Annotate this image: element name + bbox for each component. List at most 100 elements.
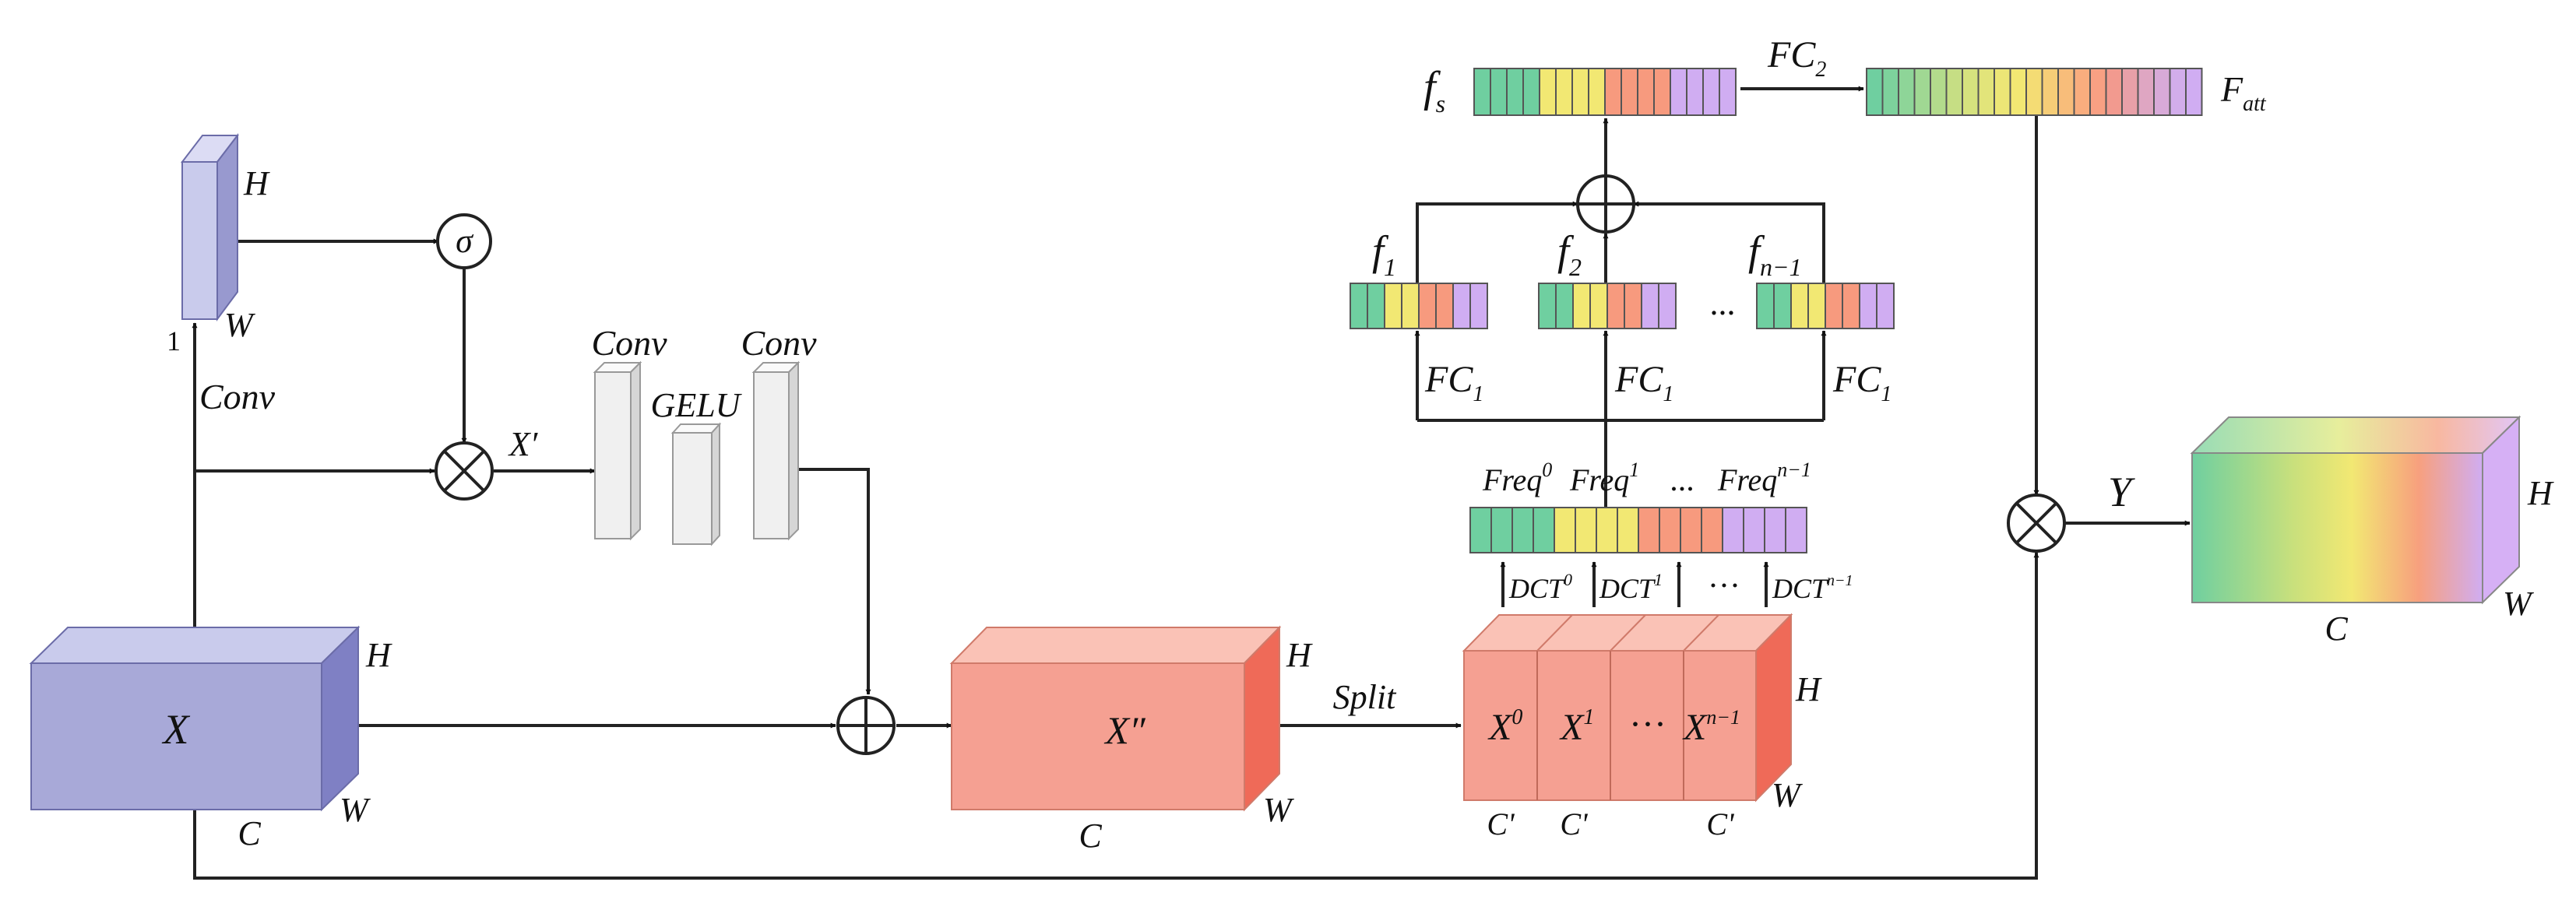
fs-fatt-bars: fs FC2 Fatt (1423, 34, 2267, 118)
fs-vector-cell (1588, 68, 1606, 116)
fs-vector-cell (1670, 68, 1687, 116)
label-cprime-1: C' (1487, 806, 1515, 841)
fatt-vector-cell (2057, 68, 2075, 116)
fatt-vector-cell (1945, 68, 1963, 116)
label-x-dprime: X″ (1103, 708, 1146, 752)
freq-bar-cell (1764, 507, 1786, 553)
label-freq-n: Freqn−1 (1717, 458, 1811, 497)
fatt-vector-cell (1977, 68, 1995, 116)
label-dct-0: DCT0 (1508, 570, 1572, 604)
label-out-c: C (2324, 610, 2348, 648)
sum-node (1576, 174, 1635, 234)
freq-bar: Freq0 Freq1 ... Freqn−1 (1469, 458, 1811, 553)
mask-front (181, 161, 218, 320)
f2-vector-cell (1538, 283, 1557, 329)
fatt-vector-cell (1962, 68, 1980, 116)
mask-side (216, 133, 238, 322)
fs-vector-cell (1571, 68, 1589, 116)
freq-bar-cell (1596, 507, 1618, 553)
f1-vector-cell (1350, 283, 1368, 329)
label-fc1-a: FC1 (1424, 359, 1483, 406)
label-out-h: H (2527, 474, 2554, 512)
fs-vector-cell (1604, 68, 1622, 116)
f1-vector-cell (1401, 283, 1420, 329)
label-x: X (162, 706, 191, 753)
fatt-vector-cell (2073, 68, 2091, 116)
fatt-vector-cell (2137, 68, 2155, 116)
arrow-residual (193, 552, 2039, 880)
arrow-fn-to-sum (1633, 201, 1825, 283)
f1-vector-cell (1452, 283, 1471, 329)
fs-vector-cell (1653, 68, 1671, 116)
freq-bar-cell (1490, 507, 1513, 553)
fs-vector-cell (1702, 68, 1720, 116)
connections (192, 86, 2191, 880)
fatt-vector-cell (1881, 68, 1899, 116)
label-freq-dots: ... (1670, 462, 1694, 498)
fatt-vector-cell (2041, 68, 2059, 116)
f1-vector-cell (1469, 283, 1488, 329)
label-f2: f2 (1557, 227, 1582, 281)
label-xn: Xn−1 (1682, 706, 1740, 748)
freq-bar-cell (1533, 507, 1555, 553)
fn-vector-cell (1859, 283, 1877, 329)
freq-bar-cell (1722, 507, 1744, 553)
split-blocks: X0 X1 ··· Xn−1 H W C' C' C' (1462, 613, 1822, 841)
label-x0: X0 (1487, 705, 1522, 748)
label-split-w: W (1772, 776, 1803, 814)
fatt-vector-cell (2121, 68, 2139, 116)
fn-vector-cell (1842, 283, 1860, 329)
sigma-node: σ (436, 213, 492, 269)
label-x-h: H (365, 636, 392, 674)
conv-block-1: Conv (591, 323, 667, 541)
output-block-y: H W C (2190, 415, 2554, 648)
fs-vector-cell (1686, 68, 1704, 116)
label-mask-1: 1 (167, 325, 181, 357)
fatt-vector-cell (1898, 68, 1916, 116)
label-freq-0: Freq0 (1482, 458, 1552, 497)
f1-vector-cell (1367, 283, 1385, 329)
dct-labels: DCT0 DCT1 ··· DCTn−1 (1508, 568, 1853, 604)
label-fc1-b: FC1 (1614, 359, 1673, 406)
fatt-vector-cell (2105, 68, 2123, 116)
fatt-vector-cell (2153, 68, 2171, 116)
add-node-1 (836, 696, 896, 755)
fs-vector-cell (1637, 68, 1655, 116)
freq-bar-cell (1469, 507, 1492, 553)
label-conv-mask: Conv (199, 377, 276, 416)
label-dct-dots: ··· (1708, 568, 1740, 604)
fs-vector-cell (1506, 68, 1524, 116)
input-block-front (30, 662, 322, 810)
fn-vector-cell (1807, 283, 1826, 329)
fn-vector-cell (1876, 283, 1895, 329)
label-gelu: GELU (651, 386, 743, 424)
label-fs: fs (1423, 63, 1445, 118)
fs-vector-cell (1719, 68, 1737, 116)
spatial-mask: H W 1 Conv (167, 133, 276, 416)
multiply-node-1: X′ (435, 425, 539, 501)
f-vectors: f1 f2 ... fn−1 FC1 FC1 FC1 (1350, 227, 1895, 406)
f2-vector-cell (1658, 283, 1677, 329)
label-split-dots: ··· (1629, 704, 1666, 745)
fs-vector-cell (1621, 68, 1638, 116)
fatt-vector-cell (2089, 68, 2107, 116)
gelu-block: GELU (651, 386, 743, 546)
sigma-icon: σ (456, 222, 474, 260)
f2-vector-cell (1572, 283, 1591, 329)
label-y: Y (2108, 469, 2135, 515)
f1-vector-cell (1418, 283, 1437, 329)
fatt-vector-cell (1913, 68, 1931, 116)
fn-vector-cell (1773, 283, 1792, 329)
feature-block-xdp: X″ H W C Split (949, 625, 1397, 855)
label-dct-1: DCT1 (1599, 570, 1663, 604)
label-f1: f1 (1372, 227, 1396, 281)
fs-vector-cell (1490, 68, 1508, 116)
label-fc2: FC2 (1767, 34, 1826, 82)
fatt-vector-cell (1866, 68, 1884, 116)
freq-bar-cell (1575, 507, 1597, 553)
label-cprime-2: C' (1560, 806, 1589, 841)
label-cprime-3: C' (1706, 806, 1735, 841)
freq-bar-cell (1701, 507, 1723, 553)
fn-vector-cell (1790, 283, 1809, 329)
